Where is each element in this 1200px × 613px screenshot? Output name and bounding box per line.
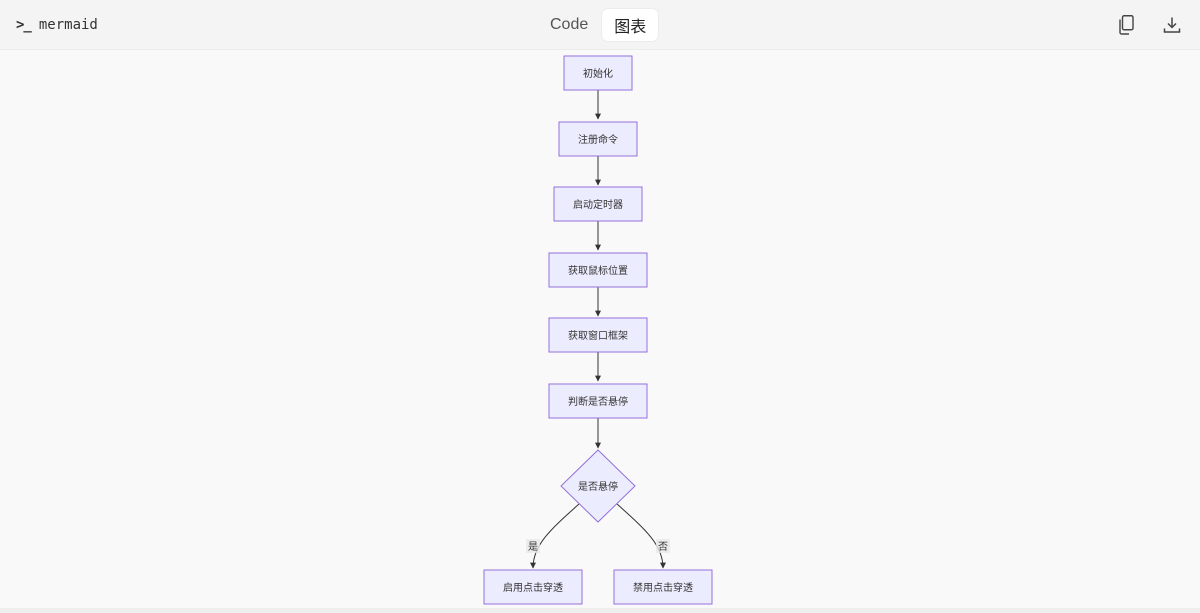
edge-label-no: 否: [656, 539, 670, 553]
language-label: >_ mermaid: [16, 14, 98, 36]
tab-diagram[interactable]: 图表: [602, 9, 659, 41]
node-frame: 获取窗口框架: [548, 317, 648, 353]
node-mouse: 获取鼠标位置: [548, 252, 648, 288]
diagram-canvas: 是 否 初始化 注册命令 启动定时器 获取鼠标位置 获取窗口框架: [0, 51, 1200, 608]
node-init: 初始化: [563, 55, 633, 91]
tab-code[interactable]: Code: [550, 16, 589, 33]
toolbar-actions: [1116, 13, 1182, 37]
download-button[interactable]: [1162, 13, 1182, 37]
edge-decision-enable: [530, 503, 580, 569]
terminal-icon: >_: [16, 17, 32, 33]
svg-text:获取鼠标位置: 获取鼠标位置: [568, 264, 628, 277]
edge-label-yes: 是: [526, 539, 540, 553]
node-decision: 是否悬停: [560, 449, 636, 523]
svg-text:禁用点击穿透: 禁用点击穿透: [633, 581, 693, 594]
node-register: 注册命令: [558, 121, 638, 157]
edges: [530, 90, 666, 569]
view-tabs: Code 图表: [544, 9, 659, 41]
svg-text:注册命令: 注册命令: [578, 133, 618, 146]
svg-text:是: 是: [528, 541, 538, 553]
node-enable: 启用点击穿透: [483, 569, 583, 605]
svg-text:初始化: 初始化: [583, 67, 613, 80]
code-block-toolbar: >_ mermaid Code 图表: [0, 0, 1200, 50]
node-disable: 禁用点击穿透: [613, 569, 713, 605]
copy-icon: [1119, 15, 1134, 35]
svg-text:是否悬停: 是否悬停: [578, 480, 618, 493]
download-icon: [1163, 17, 1181, 33]
svg-text:启用点击穿透: 启用点击穿透: [503, 581, 563, 594]
node-judge: 判断是否悬停: [548, 383, 648, 419]
edge-decision-disable: [616, 503, 666, 569]
svg-text:判断是否悬停: 判断是否悬停: [568, 395, 628, 408]
copy-button[interactable]: [1116, 13, 1136, 37]
svg-text:否: 否: [658, 541, 668, 553]
node-timer: 启动定时器: [553, 186, 643, 222]
flowchart: 是 否 初始化 注册命令 启动定时器 获取鼠标位置 获取窗口框架: [483, 55, 713, 605]
language-name: mermaid: [38, 17, 98, 33]
svg-text:启动定时器: 启动定时器: [573, 198, 623, 211]
svg-text:获取窗口框架: 获取窗口框架: [568, 329, 628, 342]
bottom-divider: [0, 608, 1200, 613]
